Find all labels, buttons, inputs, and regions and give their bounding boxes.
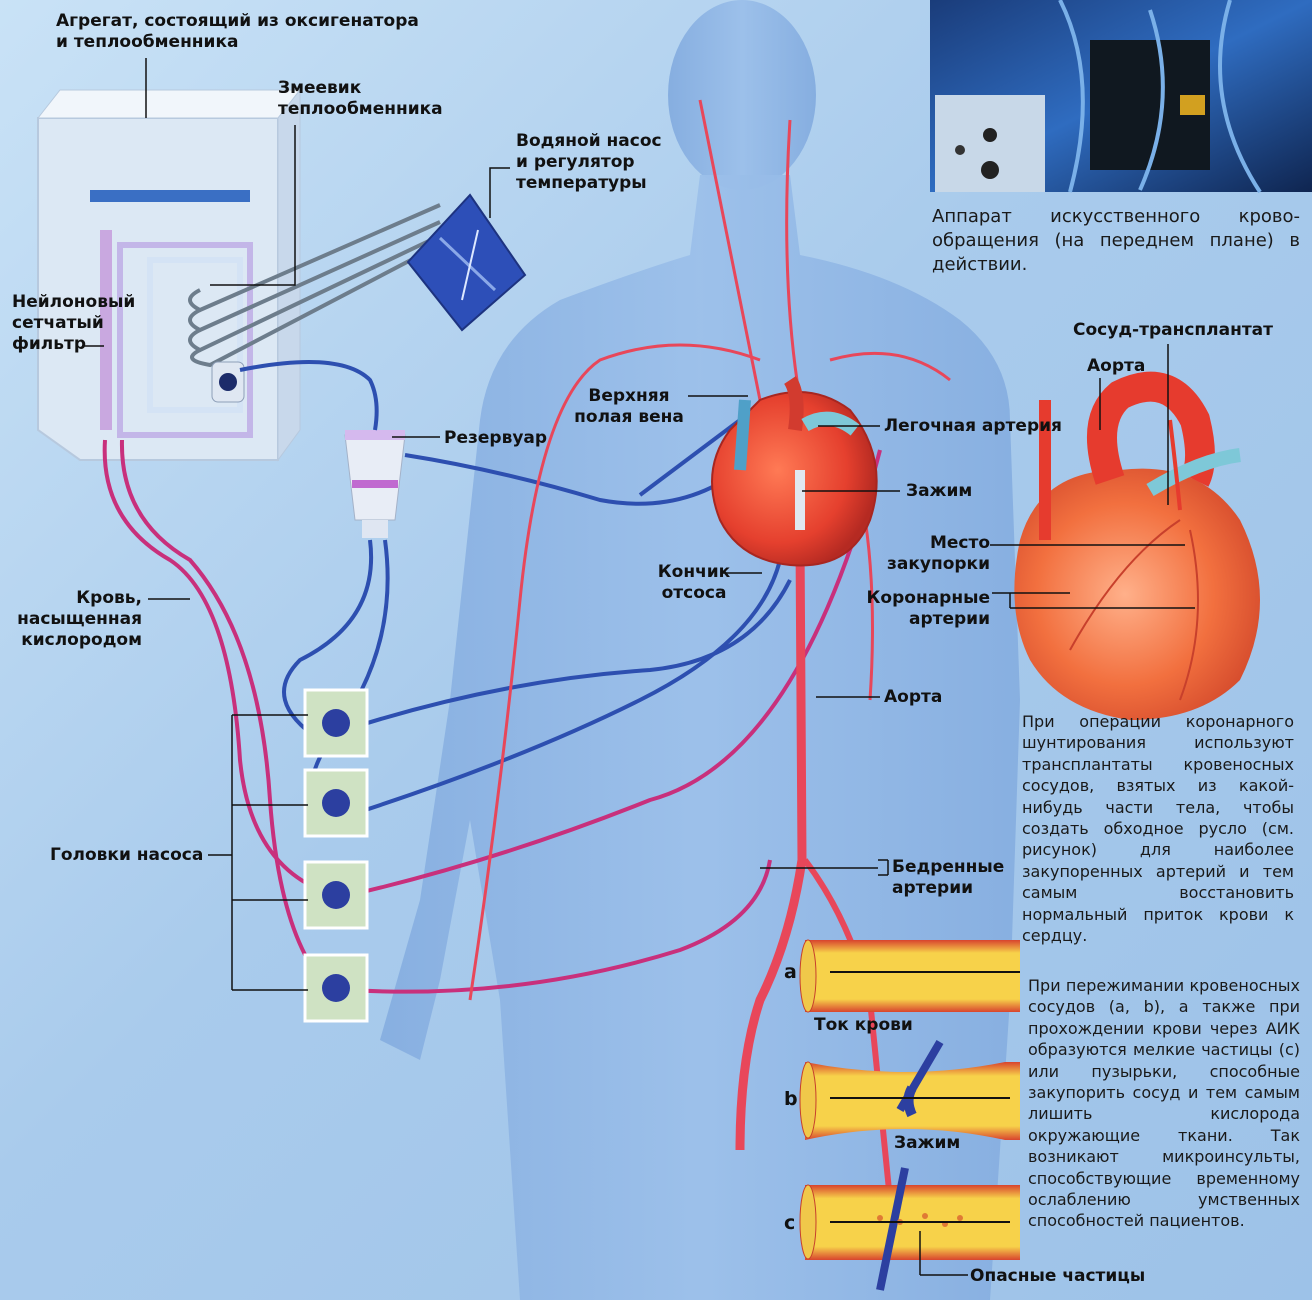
label-pulmonary-artery: Легочная артерия [884, 416, 1062, 437]
label-clamp-bottom: Зажим [894, 1133, 960, 1154]
label-femoral-arteries: Бедренные артерии [892, 857, 1004, 899]
label-nylon-filter: Нейлоновый сетчатый фильтр [12, 292, 135, 355]
label-coronary-arteries: Коронарные артерии [860, 588, 990, 630]
particles-text: При пережимании кровеносных сосудов (a, … [1028, 975, 1300, 1232]
label-pump-heads: Головки насоса [50, 845, 203, 866]
label-reservoir: Резервуар [444, 428, 547, 449]
label-aorta-body: Аорта [884, 687, 942, 708]
water-pump [408, 195, 525, 330]
label-oxygenated-blood: Кровь, насыщенная кислородом [14, 588, 142, 651]
label-oxygenator-unit: Агрегат, состоящий из оксигенатора и теп… [56, 11, 419, 53]
label-superior-vena-cava: Верхняя полая вена [574, 386, 684, 428]
machine-photo [930, 0, 1312, 192]
vessel-a [800, 940, 1020, 1012]
nylon-filter [212, 362, 244, 402]
label-graft: Сосуд-трансплантат [1073, 320, 1273, 341]
label-aorta-heart: Аорта [1087, 356, 1145, 377]
reservoir [345, 430, 405, 538]
letter-b: b [784, 1088, 798, 1110]
oxygenator-unit [38, 90, 300, 460]
bypass-text: При операции коронарного шунтирования ис… [1022, 711, 1294, 946]
label-blockage-site: Место закупорки [880, 533, 990, 575]
label-clamp-top: Зажим [906, 481, 972, 502]
letter-c: c [784, 1212, 795, 1234]
label-water-pump: Водяной насос и регулятор температуры [516, 131, 662, 194]
photo-caption: Аппарат искусственного крово-обращения (… [932, 205, 1300, 277]
label-dangerous-particles: Опасные частицы [970, 1266, 1145, 1287]
label-heat-coil: Змеевик теплообменника [278, 78, 443, 120]
letter-a: a [784, 961, 797, 983]
label-blood-flow: Ток крови [814, 1015, 913, 1036]
label-suction-tip: Кончик отсоса [656, 562, 732, 604]
pump-heads [305, 690, 367, 1021]
